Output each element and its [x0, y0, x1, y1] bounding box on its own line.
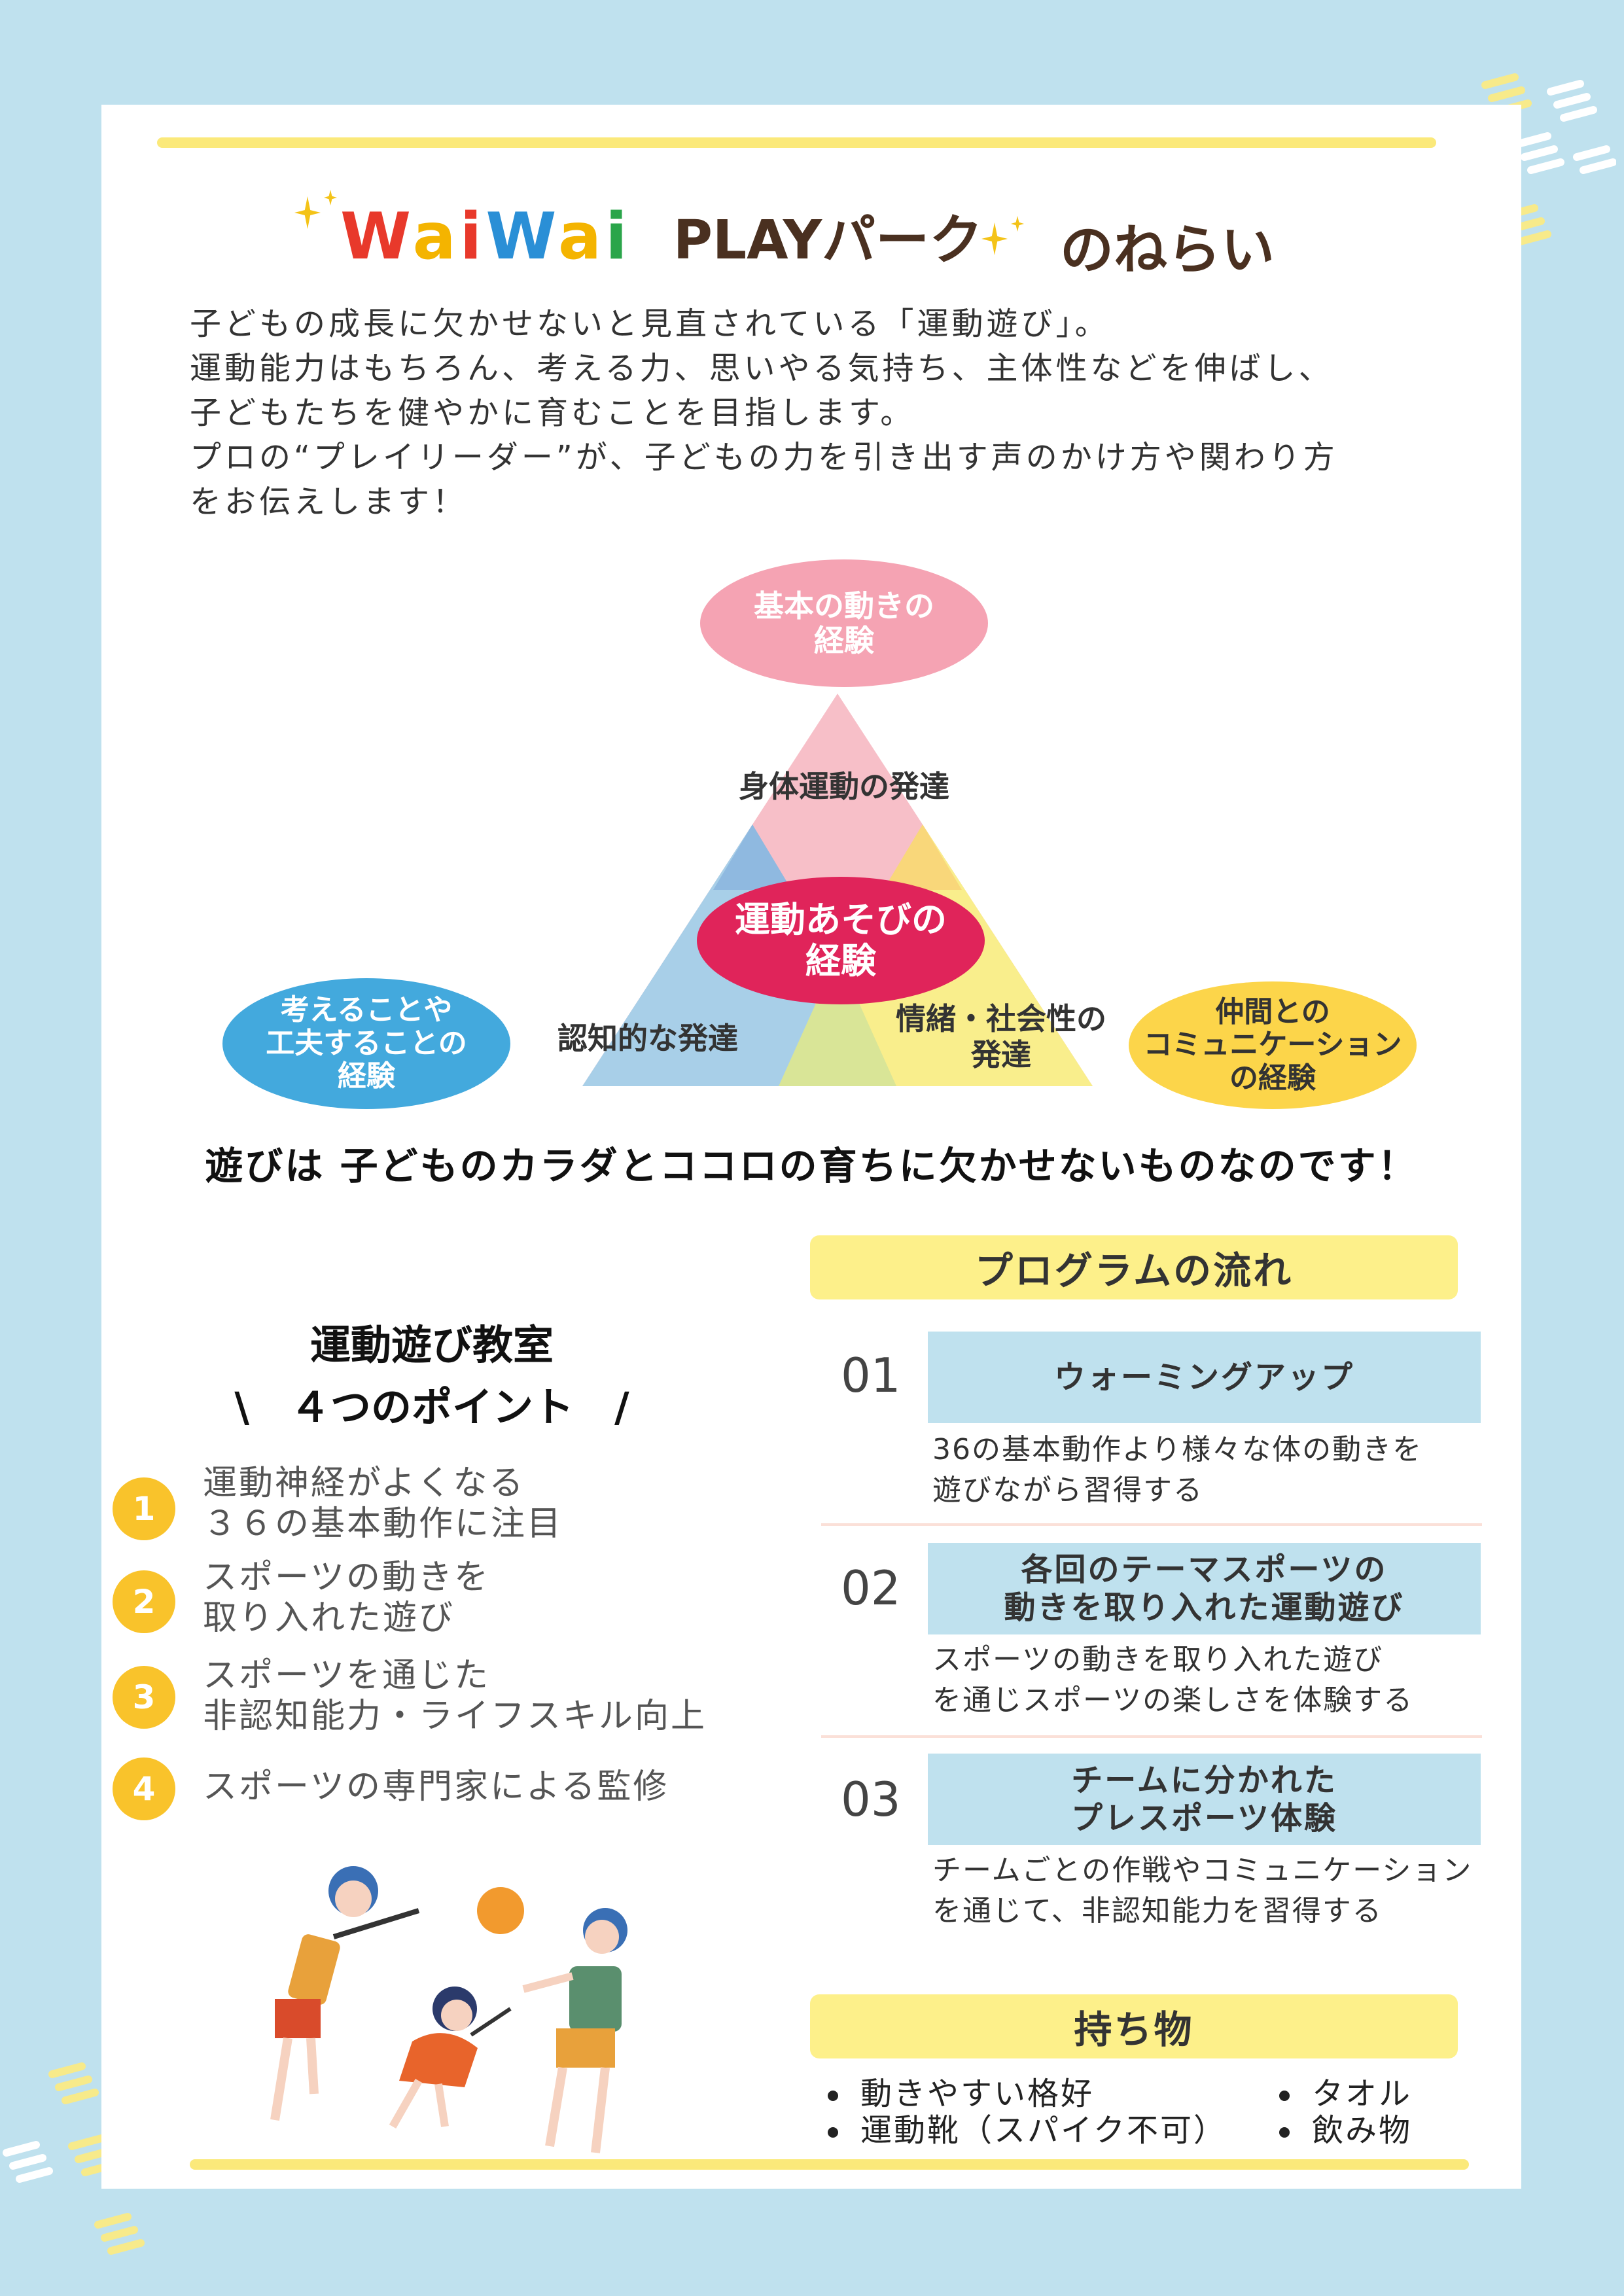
title-letter: i: [459, 200, 486, 274]
ellipse-thinking: 考えることや 工夫することの 経験: [222, 978, 510, 1109]
point-number-badge: 4: [113, 1757, 175, 1820]
step-title-text: ウォーミングアップ: [1053, 1359, 1354, 1396]
intro-line: 子どもの成長に欠かせないと見直されている「運動遊び」。: [190, 306, 1110, 342]
belongings-heading: 持ち物: [810, 1994, 1458, 2058]
ellipse-basic-movement: 基本の動きの 経験: [700, 559, 988, 687]
bullet-icon: [828, 2127, 838, 2138]
intro-line: 運動能力はもちろん、考える力、思いやる気持ち、主体性などを伸ばし、: [190, 350, 1333, 387]
ellipse-text: 運動あそびの 経験: [735, 899, 947, 981]
title-letter: a: [557, 200, 606, 274]
title-letter: W: [485, 200, 558, 274]
sparkle-icon: [981, 216, 1024, 255]
points-heading: 運動遊び教室: [309, 1321, 554, 1369]
intro-line: をお伝えします！: [190, 484, 468, 520]
step-separator: [821, 1735, 1482, 1738]
point-number-badge: 2: [113, 1570, 175, 1633]
ellipse-text: 基本の動きの 経験: [754, 588, 934, 658]
step-title: チームに分かれた プレスポーツ体験: [928, 1754, 1481, 1845]
tagline: 遊びは 子どものカラダとココロの育ちに欠かせないものなのです！: [205, 1144, 1418, 1188]
step-title-text: 各回のテーマスポーツの 動きを取り入れた運動遊び: [1004, 1551, 1405, 1626]
step-title: 各回のテーマスポーツの 動きを取り入れた運動遊び: [928, 1543, 1481, 1634]
point-text: スポーツを通じた 非認知能力・ライフスキル向上: [203, 1656, 707, 1736]
ellipse-play-experience: 運動あそびの 経験: [697, 877, 985, 1004]
point-text: 運動神経がよくなる ３６の基本動作に注目: [203, 1464, 563, 1544]
points-subheading: \ ４つのポイント /: [234, 1383, 629, 1431]
title-letter: i: [605, 200, 631, 274]
step-description: スポーツの動きを取り入れた遊び を通じスポーツの楽しさを体験する: [932, 1643, 1414, 1717]
label-physical-development: 身体運動の発達: [739, 769, 949, 804]
belongings-item-text: タオル: [1312, 2075, 1413, 2112]
bullet-icon: [1279, 2091, 1290, 2101]
belongings-item: 飲み物: [1279, 2111, 1412, 2150]
step-description: チームごとの作戦やコミュニケーション を通じて、非認知能力を習得する: [932, 1854, 1473, 1928]
belongings-item: 運動靴（スパイク不可）: [828, 2111, 1227, 2150]
program-heading: プログラムの流れ: [810, 1235, 1458, 1299]
step-description: 36の基本動作より様々な体の動きを 遊びながら習得する: [932, 1433, 1423, 1507]
point-number-badge: 1: [113, 1477, 175, 1540]
point-text: スポーツの専門家による監修: [203, 1767, 669, 1807]
point-text: スポーツの動きを 取り入れた遊び: [203, 1558, 490, 1638]
ellipse-text: 仲間との コミュニケーション の経験: [1143, 995, 1402, 1095]
bullet-icon: [1279, 2127, 1290, 2138]
label-cognitive-development: 認知的な発達: [557, 1021, 738, 1056]
bullet-icon: [828, 2091, 838, 2101]
title-end: のねらい: [1060, 219, 1275, 281]
title-letter: W: [340, 200, 413, 274]
step-title-text: チームに分かれた プレスポーツ体験: [1070, 1762, 1338, 1837]
title-brand: WaiWai: [340, 200, 631, 274]
intro-line: プロの“プレイリーダー”が、子どもの力を引き出す声のかけ方や関わり方: [190, 439, 1338, 476]
bottom-divider: [190, 2159, 1469, 2170]
ellipse-communication: 仲間との コミュニケーション の経験: [1129, 981, 1417, 1109]
belongings-item-text: 動きやすい格好: [860, 2075, 1095, 2112]
children-playing-illustration: [270, 1866, 627, 2153]
step-title: ウォーミングアップ: [928, 1332, 1481, 1423]
ellipse-text: 考えることや 工夫することの 経験: [266, 993, 467, 1093]
belongings-item-text: 運動靴（スパイク不可）: [860, 2112, 1227, 2149]
title-mid: PLAYパーク: [673, 209, 983, 272]
step-number: 02: [841, 1561, 901, 1616]
step-number: 03: [841, 1772, 901, 1827]
step-separator: [821, 1523, 1482, 1526]
belongings-item: 動きやすい格好: [828, 2074, 1094, 2113]
intro-line: 子どもたちを健やかに育むことを目指します。: [190, 395, 915, 431]
title-letter: a: [412, 200, 460, 274]
label-social-development: 情緒・社会性の 発達: [896, 1001, 1106, 1073]
step-number: 01: [841, 1348, 901, 1403]
point-number-badge: 3: [113, 1666, 175, 1729]
top-divider: [157, 137, 1436, 148]
page-title: WaiWai PLAYパーク: [340, 196, 1322, 294]
sparkle-icon: [294, 190, 337, 229]
belongings-item: タオル: [1279, 2074, 1412, 2113]
belongings-item-text: 飲み物: [1312, 2112, 1413, 2149]
